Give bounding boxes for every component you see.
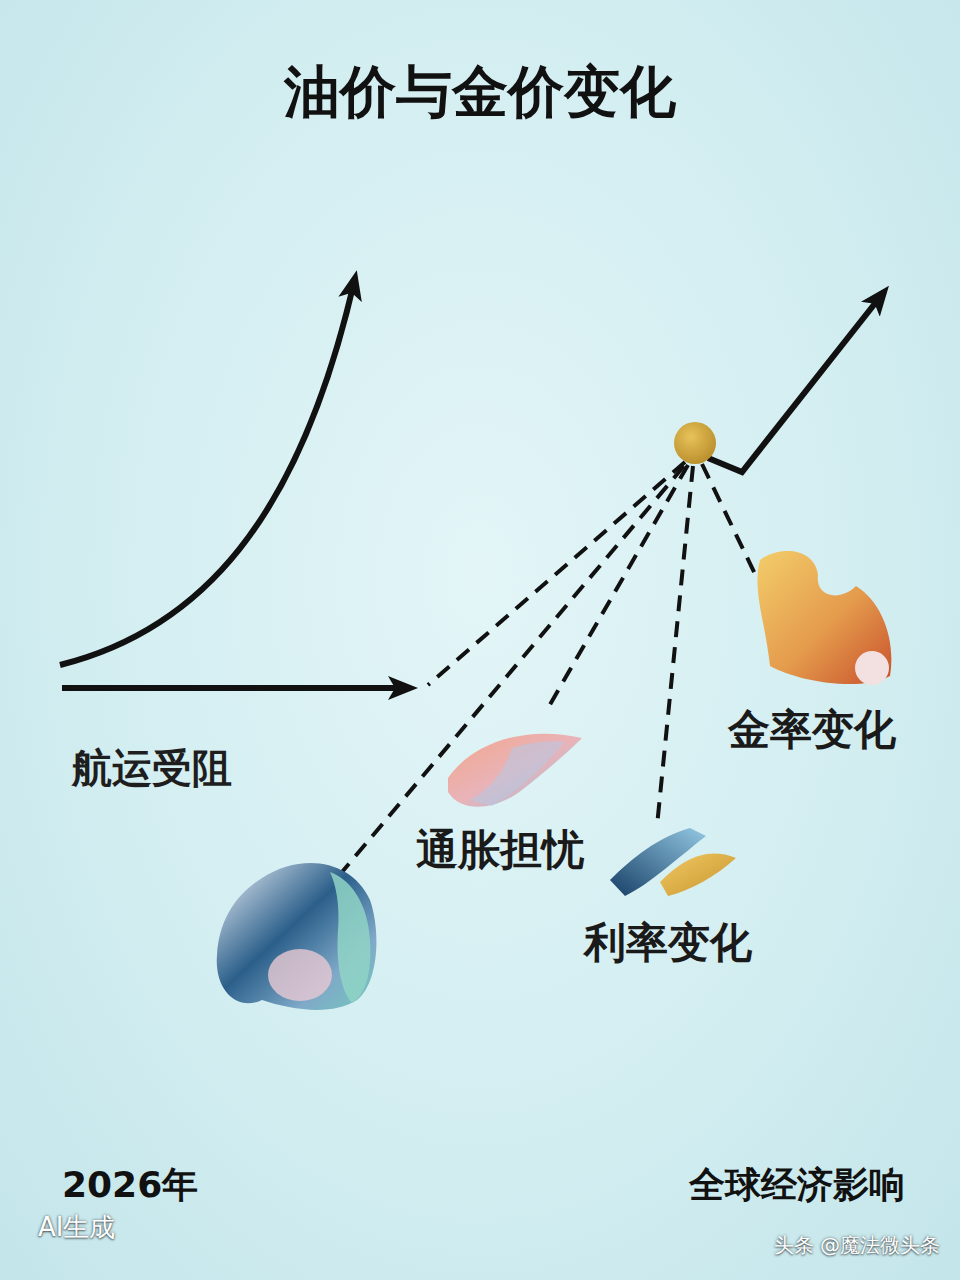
interest-blob: 利率变化 <box>578 824 758 968</box>
node-label: 利率变化 <box>578 918 758 968</box>
rising-curve-arrow <box>60 278 355 665</box>
blob-part <box>660 854 736 896</box>
blob-shape <box>604 824 742 900</box>
blob-part <box>470 741 565 806</box>
dashed-line <box>702 464 756 576</box>
horizontal-arrow <box>62 685 410 691</box>
blob-part <box>757 551 891 684</box>
dashed-line <box>342 466 684 872</box>
gold-dot <box>674 422 716 464</box>
dashed-line <box>657 466 693 826</box>
gold-trend-arrow <box>708 292 884 472</box>
arrow-label: 航运受阻 <box>72 744 232 792</box>
blob-part <box>448 734 582 807</box>
watermark: AI生成 <box>38 1212 115 1243</box>
title: 油价与金价变化 <box>284 58 676 125</box>
dashed-line <box>428 462 685 685</box>
footer-label: 全球经济影响 <box>689 1163 905 1206</box>
year-label: 2026年 <box>62 1163 198 1206</box>
node-label: 通胀担忧 <box>410 825 590 875</box>
blob-shape <box>750 542 898 694</box>
dashed-leaders <box>342 462 756 872</box>
inflation-blob: 通胀担忧 <box>410 712 590 875</box>
watermark: 头条 @魔法微头条 <box>774 1233 940 1257</box>
gold-rate-blob: 金率变化 <box>722 542 902 755</box>
blob-shape <box>440 712 590 817</box>
dashed-line <box>548 465 688 708</box>
node-label: 金率变化 <box>722 705 902 755</box>
blob-part <box>855 651 889 685</box>
abstract-blob <box>217 863 377 1010</box>
